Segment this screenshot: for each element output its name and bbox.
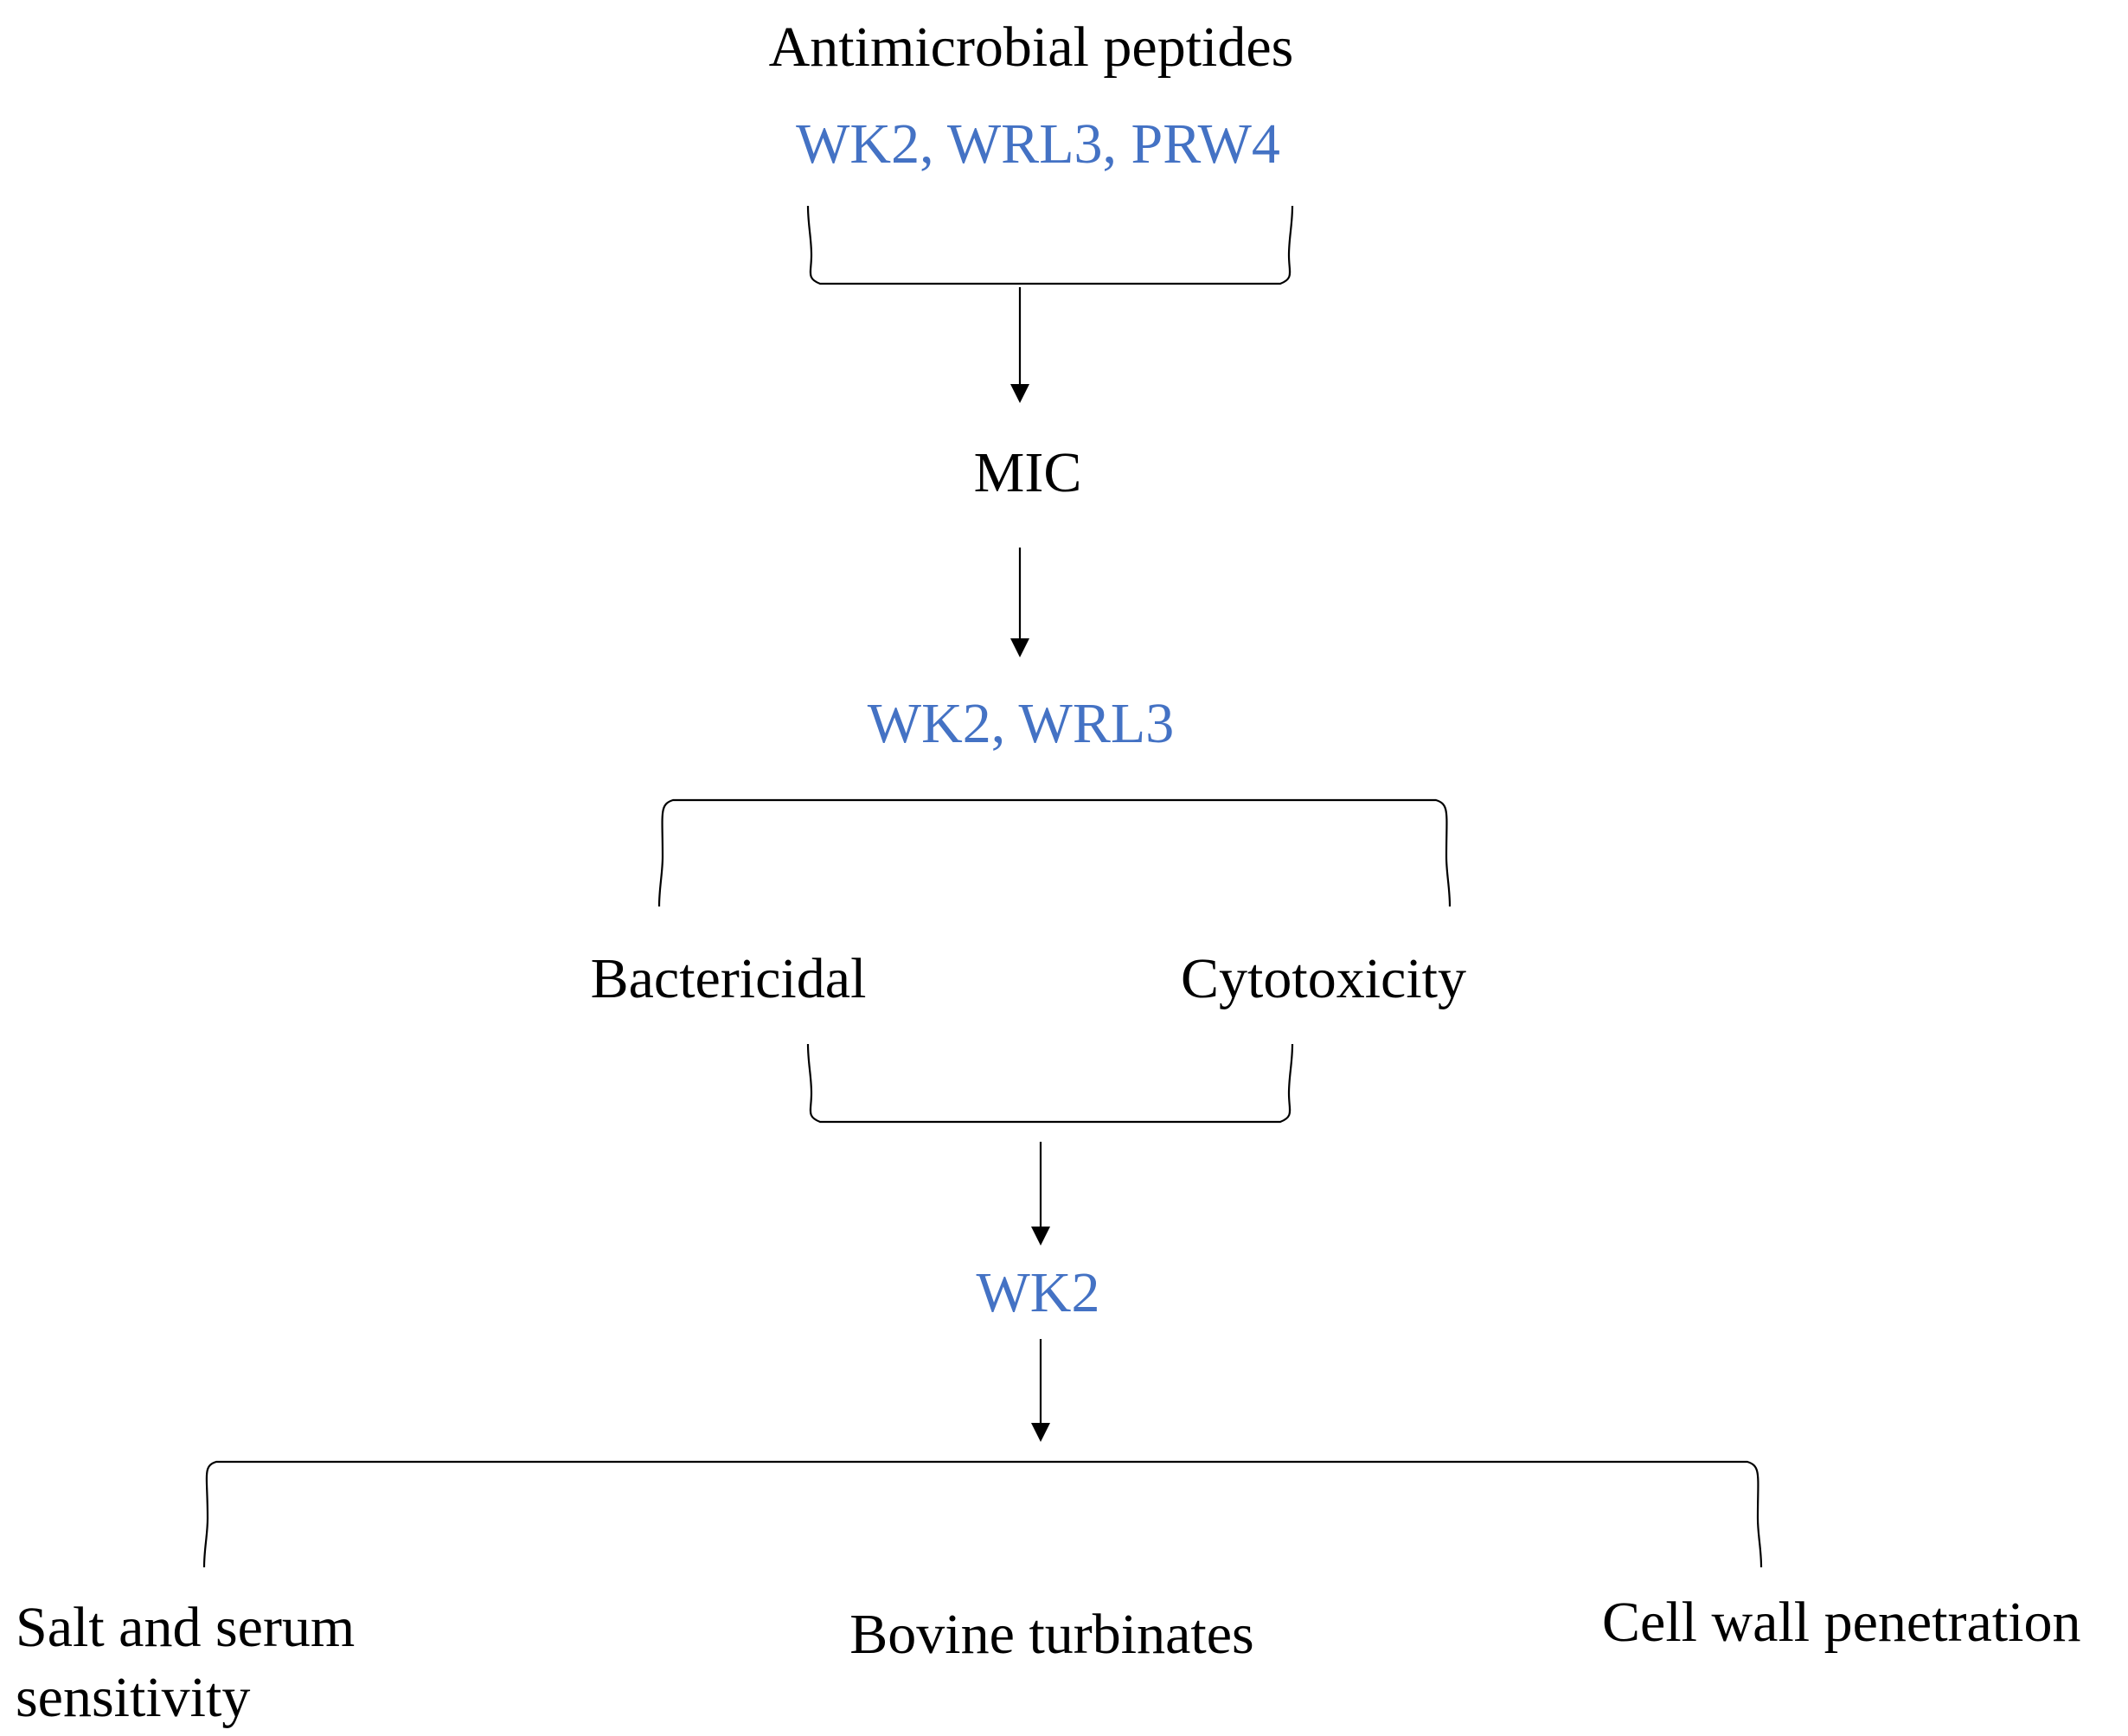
arrowhead-to-wk2 — [1031, 1227, 1050, 1246]
outcome-bovine-turbinates: Bovine turbinates — [849, 1603, 1254, 1666]
outcome-salt-serum-line2: sensitivity — [16, 1665, 251, 1729]
bracket-candidates — [806, 205, 1294, 285]
bracket-join — [806, 1043, 1294, 1124]
arrowhead-to-outcomes — [1031, 1423, 1050, 1442]
cytotoxicity-label: Cytotoxicity — [1181, 947, 1466, 1010]
final-peptide-label: WK2 — [976, 1261, 1100, 1324]
mic-label: MIC — [973, 441, 1082, 504]
bactericidal-label: Bactericidal — [590, 947, 867, 1010]
bracket-outcomes — [202, 1460, 1763, 1568]
bracket-split — [657, 798, 1452, 907]
outcome-salt-serum-sensitivity: Salt and serum sensitivity — [16, 1593, 465, 1733]
title-antimicrobial-peptides: Antimicrobial peptides — [768, 16, 1294, 79]
candidate-peptides-label: WK2, WRL3, PRW4 — [796, 112, 1280, 176]
arrowhead-to-mic — [1010, 384, 1029, 403]
outcome-cell-wall-penetration: Cell wall penetration — [1602, 1591, 2081, 1654]
selected-peptides-label: WK2, WRL3 — [867, 692, 1175, 755]
arrowhead-to-wk2-wrl3 — [1010, 638, 1029, 657]
outcome-salt-serum-line1: Salt and serum — [16, 1596, 356, 1659]
